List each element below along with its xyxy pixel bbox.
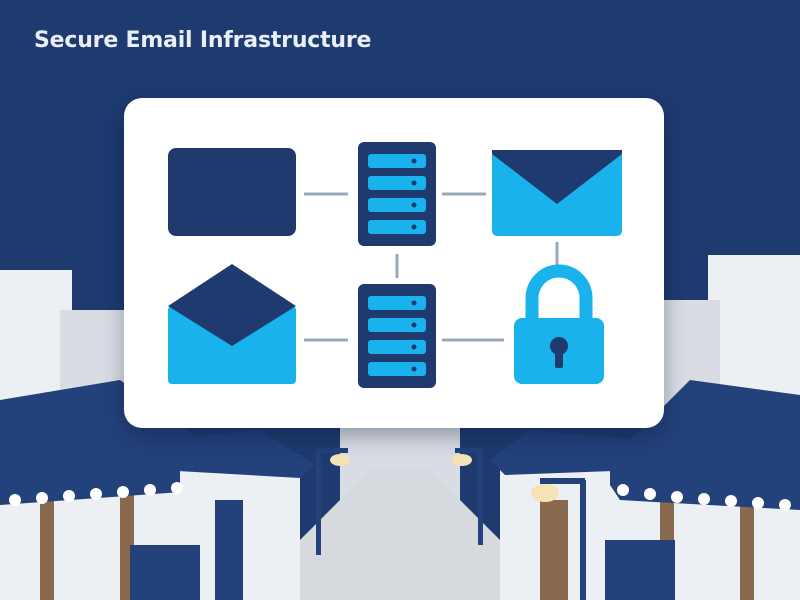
padlock-icon [514, 264, 604, 384]
street [240, 470, 560, 600]
connectors [304, 192, 559, 342]
stone-wall-right [605, 540, 675, 600]
hanok-right-2-roof [490, 430, 640, 475]
street-lamp-left [316, 448, 350, 555]
diagram-card [124, 98, 664, 428]
street-lamp-right [452, 448, 483, 545]
hanok-left-roof [0, 380, 230, 505]
server-icon [358, 284, 436, 388]
hanok-left-2-door [215, 500, 243, 600]
stone-wall-left [130, 545, 200, 600]
monitor-icon [168, 148, 296, 236]
hanok-right-roof [600, 380, 800, 510]
email-infrastructure-diagram [168, 142, 622, 388]
hanok-right-2-door [540, 500, 568, 600]
open-envelope-icon [168, 264, 296, 384]
roof-tile-row-right [617, 484, 791, 511]
server-icon [358, 142, 436, 246]
envelope-icon [492, 150, 622, 236]
hanok-left-2-roof [150, 430, 315, 478]
roof-tile-row-left [9, 482, 183, 506]
street-lamp-right-near [531, 478, 586, 600]
page-title: Secure Email Infrastructure [34, 28, 372, 53]
